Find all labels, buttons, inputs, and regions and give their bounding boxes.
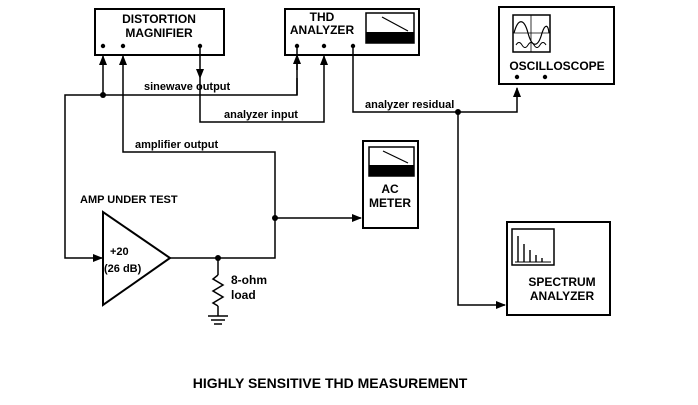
analyzer-input-label: analyzer input: [224, 109, 298, 121]
ac-meter-block: AC METER: [362, 140, 419, 229]
spectrum-analyzer-label-1: SPECTRUM: [528, 275, 595, 289]
analyzer-residual-wire: [352, 46, 521, 113]
junction-dots: [100, 92, 461, 261]
magnifier-input-port: [100, 43, 106, 49]
oscilloscope-screen-icon: [512, 14, 551, 53]
wiring: [64, 46, 521, 309]
distortion-magnifier-block: DISTORTION MAGNIFIER: [94, 8, 225, 56]
load-label-1: 8-ohm: [231, 273, 267, 287]
amp-heading: AMP UNDER TEST: [80, 194, 178, 206]
analyzer-input-wire: [199, 55, 328, 123]
amplifier-output-label: amplifier output: [135, 139, 218, 151]
load-resistor: 8-ohm load: [208, 258, 267, 325]
amp-under-test: AMP UNDER TEST +20 (26 dB): [80, 194, 178, 307]
amplifier-triangle: [102, 210, 172, 307]
spectrum-analyzer-label-2: ANALYZER: [530, 289, 595, 303]
thd-analyzer-label-2: ANALYZER: [290, 23, 355, 37]
residual-to-spectrum-wire: [457, 112, 506, 309]
thd-analyzer-block: THD ANALYZER: [284, 8, 420, 56]
sinewave-output-label: sinewave output: [144, 81, 231, 93]
diagram-title: HIGHLY SENSITIVE THD MEASUREMENT: [193, 375, 468, 391]
junction-dot: [272, 215, 278, 221]
analyzer-port-2: [321, 43, 327, 49]
thd-analyzer-label-1: THD: [310, 10, 335, 24]
oscilloscope-label: OSCILLOSCOPE: [509, 59, 604, 73]
distortion-magnifier-label-2: MAGNIFIER: [125, 26, 193, 40]
ac-meter-icon: [368, 146, 415, 177]
junction-dot: [455, 109, 461, 115]
junction-dot: [100, 92, 106, 98]
distortion-magnifier-label-1: DISTORTION: [122, 12, 196, 26]
junction-dot: [215, 255, 221, 261]
analyzer-meter-icon: [365, 12, 415, 44]
scope-input-port-1: [514, 74, 520, 80]
amp-gain-db: (26 dB): [104, 263, 142, 275]
analyzer-residual-label: analyzer residual: [365, 99, 454, 111]
ac-meter-label-1: AC: [381, 182, 399, 196]
amp-gain: +20: [110, 246, 129, 258]
resistor-zigzag: [211, 274, 225, 307]
ground-icon: [208, 315, 228, 325]
magnifier-input-port-2: [120, 43, 126, 49]
oscilloscope-block: OSCILLOSCOPE: [498, 6, 615, 85]
load-label-2: load: [231, 288, 256, 302]
spectrum-analyzer-block: SPECTRUM ANALYZER: [506, 221, 611, 316]
ac-meter-label-2: METER: [369, 196, 411, 210]
spectrum-display-icon: [511, 228, 555, 266]
scope-input-port-2: [542, 74, 548, 80]
amplifier-output-wire: [119, 55, 276, 259]
